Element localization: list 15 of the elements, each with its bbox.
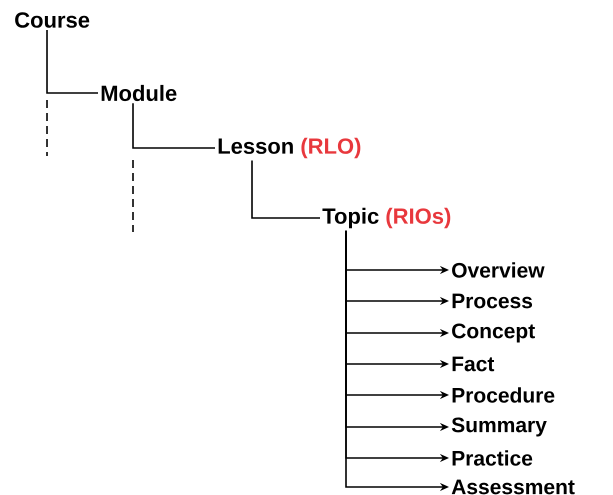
connector-line bbox=[132, 103, 215, 149]
tree-item: Course bbox=[15, 12, 90, 28]
connector-line bbox=[251, 160, 320, 219]
tree-item: Process bbox=[452, 294, 532, 308]
tree-item: Fact bbox=[452, 356, 494, 372]
tree-item: Practice bbox=[452, 450, 532, 466]
tree-item: Lesson (RLO) bbox=[218, 138, 360, 158]
tree-item: Overview bbox=[452, 262, 545, 278]
tree-item: Concept bbox=[452, 323, 535, 342]
connector-line bbox=[46, 30, 98, 94]
tree-item: Summary bbox=[452, 417, 547, 436]
tree-item: Module bbox=[102, 84, 176, 102]
tree-item: Topic (RIOs) bbox=[322, 208, 450, 228]
tree-item: Assessment bbox=[452, 480, 575, 494]
tree-item: Procedure bbox=[452, 387, 554, 403]
